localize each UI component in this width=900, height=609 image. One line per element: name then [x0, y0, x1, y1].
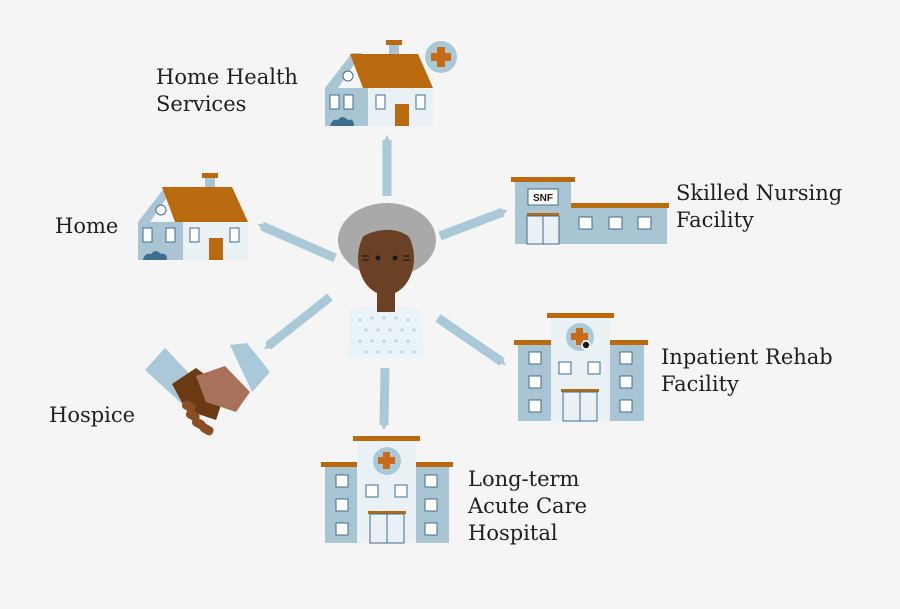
label-home-health-services: Home Health Services	[156, 64, 298, 118]
label-line: Facility	[676, 208, 754, 232]
label-line: Home	[55, 214, 119, 238]
arrows	[257, 135, 508, 430]
label-line: Skilled Nursing	[676, 181, 843, 205]
label-line: Services	[156, 92, 247, 116]
long-term-acute-care-hospital-icon	[321, 436, 453, 544]
snf-sign-text: SNF	[533, 193, 553, 204]
label-line: Hospital	[468, 521, 558, 545]
arrow-to-home	[257, 221, 337, 263]
skilled-nursing-facility-icon: SNF	[511, 177, 669, 245]
label-home: Home	[55, 213, 118, 240]
label-line: Inpatient Rehab	[661, 345, 833, 369]
inpatient-rehab-facility-icon	[514, 313, 648, 422]
label-line: Hospice	[49, 403, 136, 427]
label-line: Home Health	[156, 65, 298, 89]
person-icon	[338, 203, 436, 358]
arrow-to-irf	[435, 314, 507, 366]
arrow-to-snf	[438, 207, 508, 241]
label-long-term-acute-care-hospital: Long-term Acute Care Hospital	[468, 466, 587, 547]
label-inpatient-rehab-facility: Inpatient Rehab Facility	[661, 344, 833, 398]
label-skilled-nursing-facility: Skilled Nursing Facility	[676, 180, 842, 234]
arrow-to-hospice	[264, 293, 333, 350]
label-line: Facility	[661, 372, 739, 396]
home-health-house-icon	[325, 40, 457, 126]
label-line: Acute Care	[468, 494, 588, 518]
label-hospice: Hospice	[49, 402, 135, 429]
arrow-to-ltach	[379, 367, 390, 430]
label-line: Long-term	[468, 467, 580, 491]
home-house-icon	[138, 173, 248, 260]
hospice-handshake-icon	[145, 343, 270, 436]
